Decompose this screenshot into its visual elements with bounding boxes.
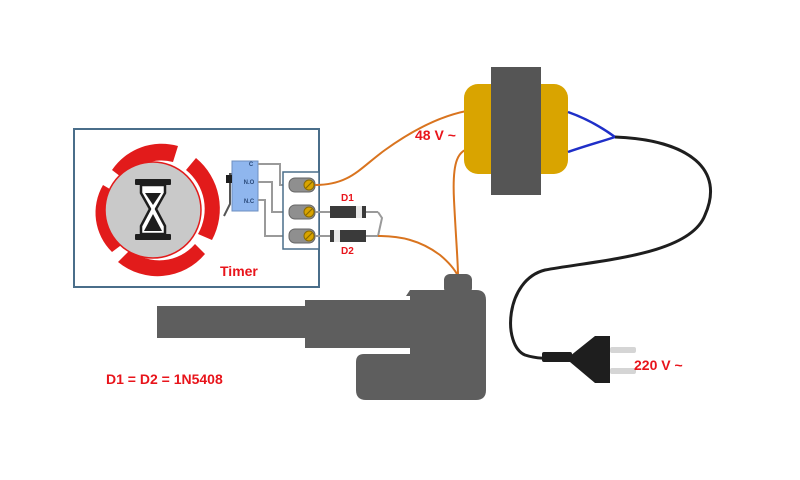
relay-body	[231, 160, 259, 212]
blue-leads	[567, 110, 616, 154]
label-d2: D2	[341, 246, 354, 257]
diode-d1	[315, 206, 384, 237]
wire-transformer-to-actuator	[452, 147, 473, 277]
relay-pin-no: N.O	[244, 180, 255, 186]
actuator-rod	[157, 306, 317, 338]
actuator-icon	[157, 274, 486, 400]
terminal-1	[288, 177, 316, 193]
timer-dial	[95, 143, 220, 277]
hourglass-icon	[135, 179, 171, 240]
wire-diode-to-actuator	[377, 235, 459, 277]
actuator-cable-gland	[444, 274, 472, 294]
label-d1: D1	[341, 193, 354, 204]
timer-segment-bottom	[118, 244, 205, 277]
plug-icon	[542, 336, 636, 383]
orange-wires	[314, 109, 473, 277]
wire-terminal-to-transformer	[314, 109, 473, 186]
label-timer: Timer	[220, 263, 258, 279]
diode-icon	[315, 206, 384, 242]
actuator-motor	[356, 290, 486, 400]
terminal-block	[282, 171, 320, 250]
label-mains: 220 V ~	[634, 357, 683, 373]
diode-d2	[315, 230, 378, 242]
terminal-2	[288, 204, 316, 220]
relay-pin-nc: N.C	[244, 199, 255, 205]
relay-pin-c: C	[249, 162, 254, 168]
label-diode-spec: D1 = D2 = 1N5408	[106, 371, 223, 387]
transformer-icon	[464, 67, 568, 195]
relay-icon: C N.O N.C	[223, 160, 259, 217]
actuator-tube	[305, 300, 420, 348]
mains-cord	[509, 135, 712, 360]
label-transformer-secondary: 48 V ~	[415, 127, 456, 143]
terminal-3	[288, 228, 316, 244]
timer-segment-right	[186, 158, 220, 240]
